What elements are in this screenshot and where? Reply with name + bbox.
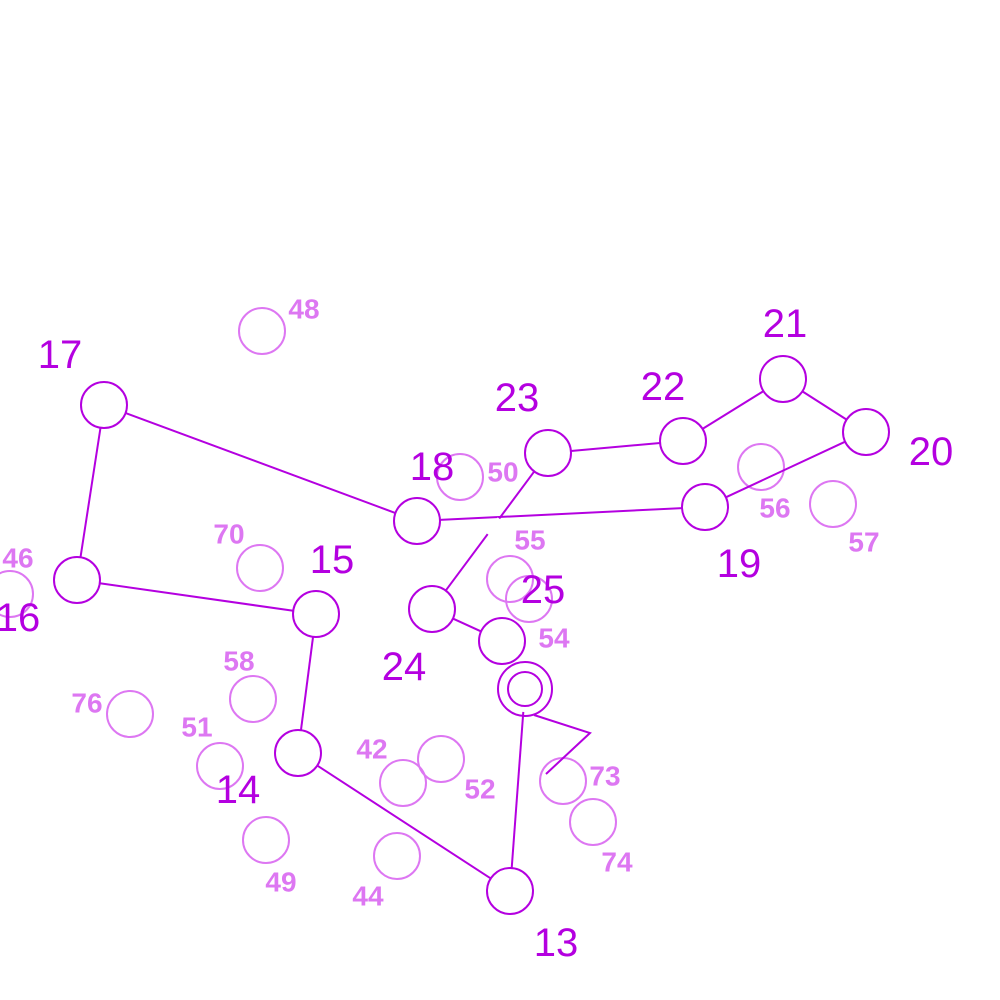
connection-line-14-15 — [299, 636, 315, 731]
inactive-dot-label-42: 42 — [356, 734, 387, 765]
inactive-dot-label-76: 76 — [71, 688, 102, 719]
active-dot-17[interactable] — [80, 381, 128, 429]
inactive-dot-label-52: 52 — [464, 774, 495, 805]
active-dot-19[interactable] — [681, 483, 729, 531]
active-dot-label-23: 23 — [495, 376, 540, 420]
connection-line-16-17 — [79, 427, 102, 558]
active-dot-label-18: 18 — [410, 445, 455, 489]
active-dot-label-19: 19 — [717, 542, 762, 586]
inactive-dot-label-56: 56 — [759, 493, 790, 524]
active-dot-25[interactable] — [478, 617, 526, 665]
active-dot-label-24: 24 — [382, 645, 427, 689]
connection-line-19-20 — [725, 440, 846, 499]
active-dot-label-14: 14 — [216, 768, 261, 812]
inactive-dot-label-50: 50 — [487, 457, 518, 488]
active-dot-18[interactable] — [393, 497, 441, 545]
inactive-dot-label-44: 44 — [352, 881, 384, 912]
active-dot-16[interactable] — [53, 556, 101, 604]
active-dot-14[interactable] — [274, 729, 322, 777]
inactive-dot-label-51: 51 — [181, 712, 212, 743]
active-dot-label-20: 20 — [909, 430, 954, 474]
inactive-dot-42 — [379, 759, 427, 807]
inactive-dot-50 — [436, 453, 484, 501]
active-dot-label-13: 13 — [534, 921, 579, 965]
active-dot-label-22: 22 — [641, 365, 686, 409]
active-dot-label-21: 21 — [763, 302, 808, 346]
connection-line-24-25 — [452, 617, 482, 633]
inactive-dot-74 — [569, 798, 617, 846]
line-gap — [486, 517, 501, 536]
inactive-dots-layer: 42 44 46 48 49 50 51 52 54 55 56 57 58 70 73 74 76 — [0, 294, 880, 912]
active-dot-label-16: 16 — [0, 596, 40, 640]
inactive-dot-label-73: 73 — [589, 761, 620, 792]
connection-line-20-21 — [801, 390, 848, 421]
inactive-dot-48 — [238, 307, 286, 355]
inactive-dot-label-54: 54 — [538, 623, 570, 654]
connection-line-21-22 — [702, 390, 764, 430]
connection-line-start-13 — [510, 711, 525, 869]
active-dot-label-15: 15 — [310, 538, 355, 582]
active-dot-24[interactable] — [408, 585, 456, 633]
inactive-dot-73 — [539, 757, 587, 805]
inactive-dot-label-46: 46 — [2, 543, 33, 574]
active-dot-22[interactable] — [659, 417, 707, 465]
connection-lines-layer — [79, 390, 848, 880]
active-dot-20[interactable] — [842, 408, 890, 456]
inactive-dot-57 — [809, 480, 857, 528]
inactive-dot-55 — [486, 555, 534, 603]
inactive-dot-76 — [106, 690, 154, 738]
inactive-dot-54 — [505, 575, 553, 623]
inactive-dot-49 — [242, 816, 290, 864]
active-dot-label-17: 17 — [38, 333, 83, 377]
inactive-dot-label-57: 57 — [848, 527, 879, 558]
connection-line-15-16 — [99, 582, 294, 612]
active-dot-15[interactable] — [292, 590, 340, 638]
connection-line-18-19 — [439, 507, 683, 521]
inactive-dot-label-55: 55 — [514, 525, 545, 556]
start-marker-inner-ring — [507, 671, 543, 707]
start-marker-outer-ring — [497, 661, 553, 717]
connection-line-17-18 — [125, 412, 396, 514]
inactive-dot-label-49: 49 — [265, 867, 296, 898]
inactive-dot-52 — [417, 735, 465, 783]
inactive-dot-70 — [236, 544, 284, 592]
inactive-dot-56 — [737, 443, 785, 491]
inactive-dot-label-70: 70 — [213, 519, 244, 550]
active-dot-23[interactable] — [524, 429, 572, 477]
active-dot-label-25: 25 — [521, 568, 566, 612]
active-dot-21[interactable] — [759, 355, 807, 403]
arrow-icon — [533, 714, 592, 775]
active-dot-13[interactable] — [486, 867, 534, 915]
inactive-dot-58 — [229, 675, 277, 723]
inactive-dot-44 — [373, 832, 421, 880]
inactive-dot-46 — [0, 570, 34, 618]
connection-line-13-14 — [316, 764, 492, 880]
inactive-dot-label-58: 58 — [223, 646, 254, 677]
active-dots-layer: 13 14 15 16 17 18 19 20 21 22 23 24 25 — [0, 302, 953, 965]
inactive-dot-51 — [196, 742, 244, 790]
connection-line-22-23 — [570, 442, 661, 452]
inactive-dot-label-74: 74 — [601, 847, 633, 878]
inactive-dot-label-48: 48 — [288, 294, 319, 325]
